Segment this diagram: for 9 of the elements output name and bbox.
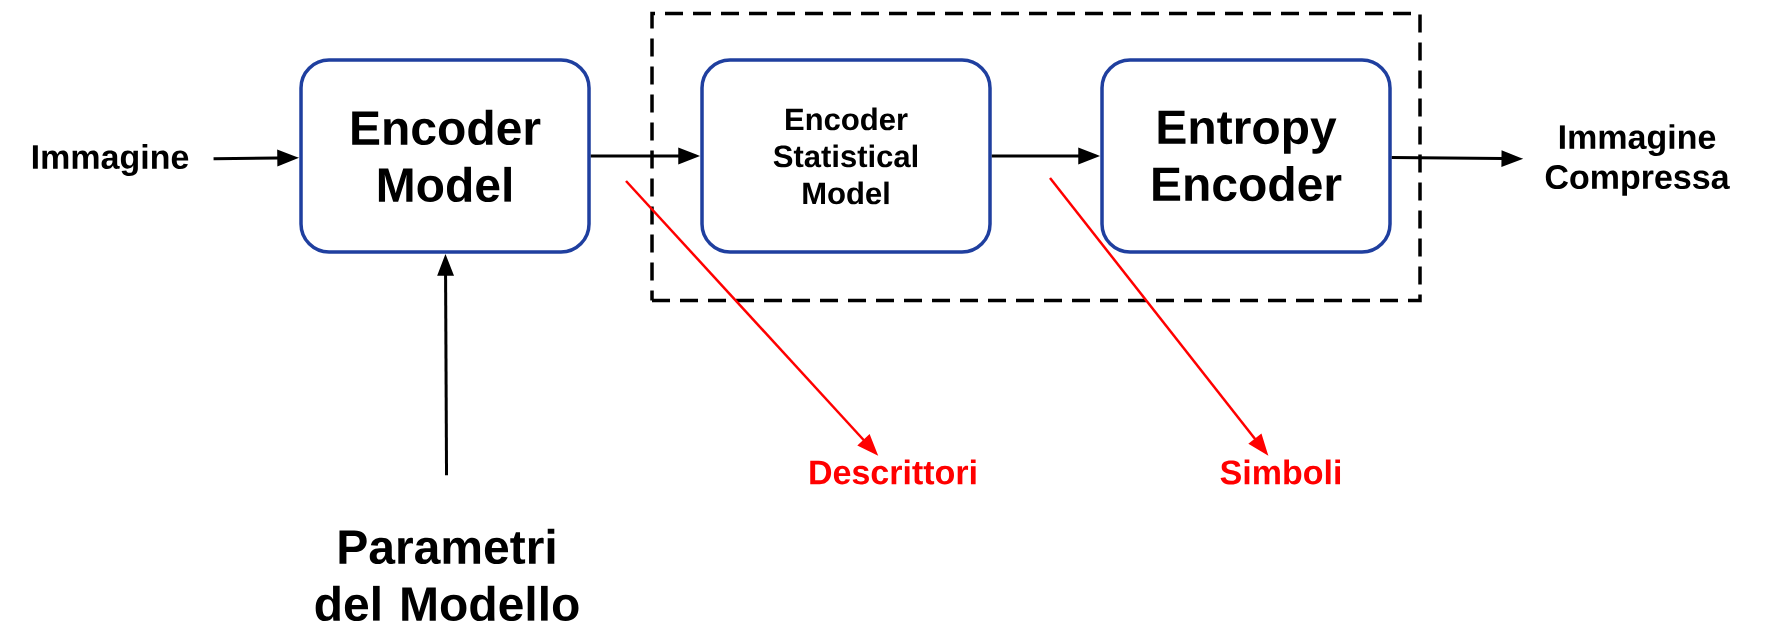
dashed-group-box: [650, 11, 1422, 303]
label-text: Parametri del Modello: [315, 528, 579, 622]
label-text: Immagine Compressa: [1545, 124, 1730, 196]
process-box: Entropy Encoder: [1100, 58, 1392, 254]
annotation-text: Simboli: [1220, 459, 1340, 485]
process-box: Encoder Model: [299, 58, 591, 254]
label-text: Immagine: [32, 144, 189, 176]
process-box: Encoder Statistical Model: [700, 58, 992, 254]
annotation-text: Descrittori: [810, 459, 976, 485]
